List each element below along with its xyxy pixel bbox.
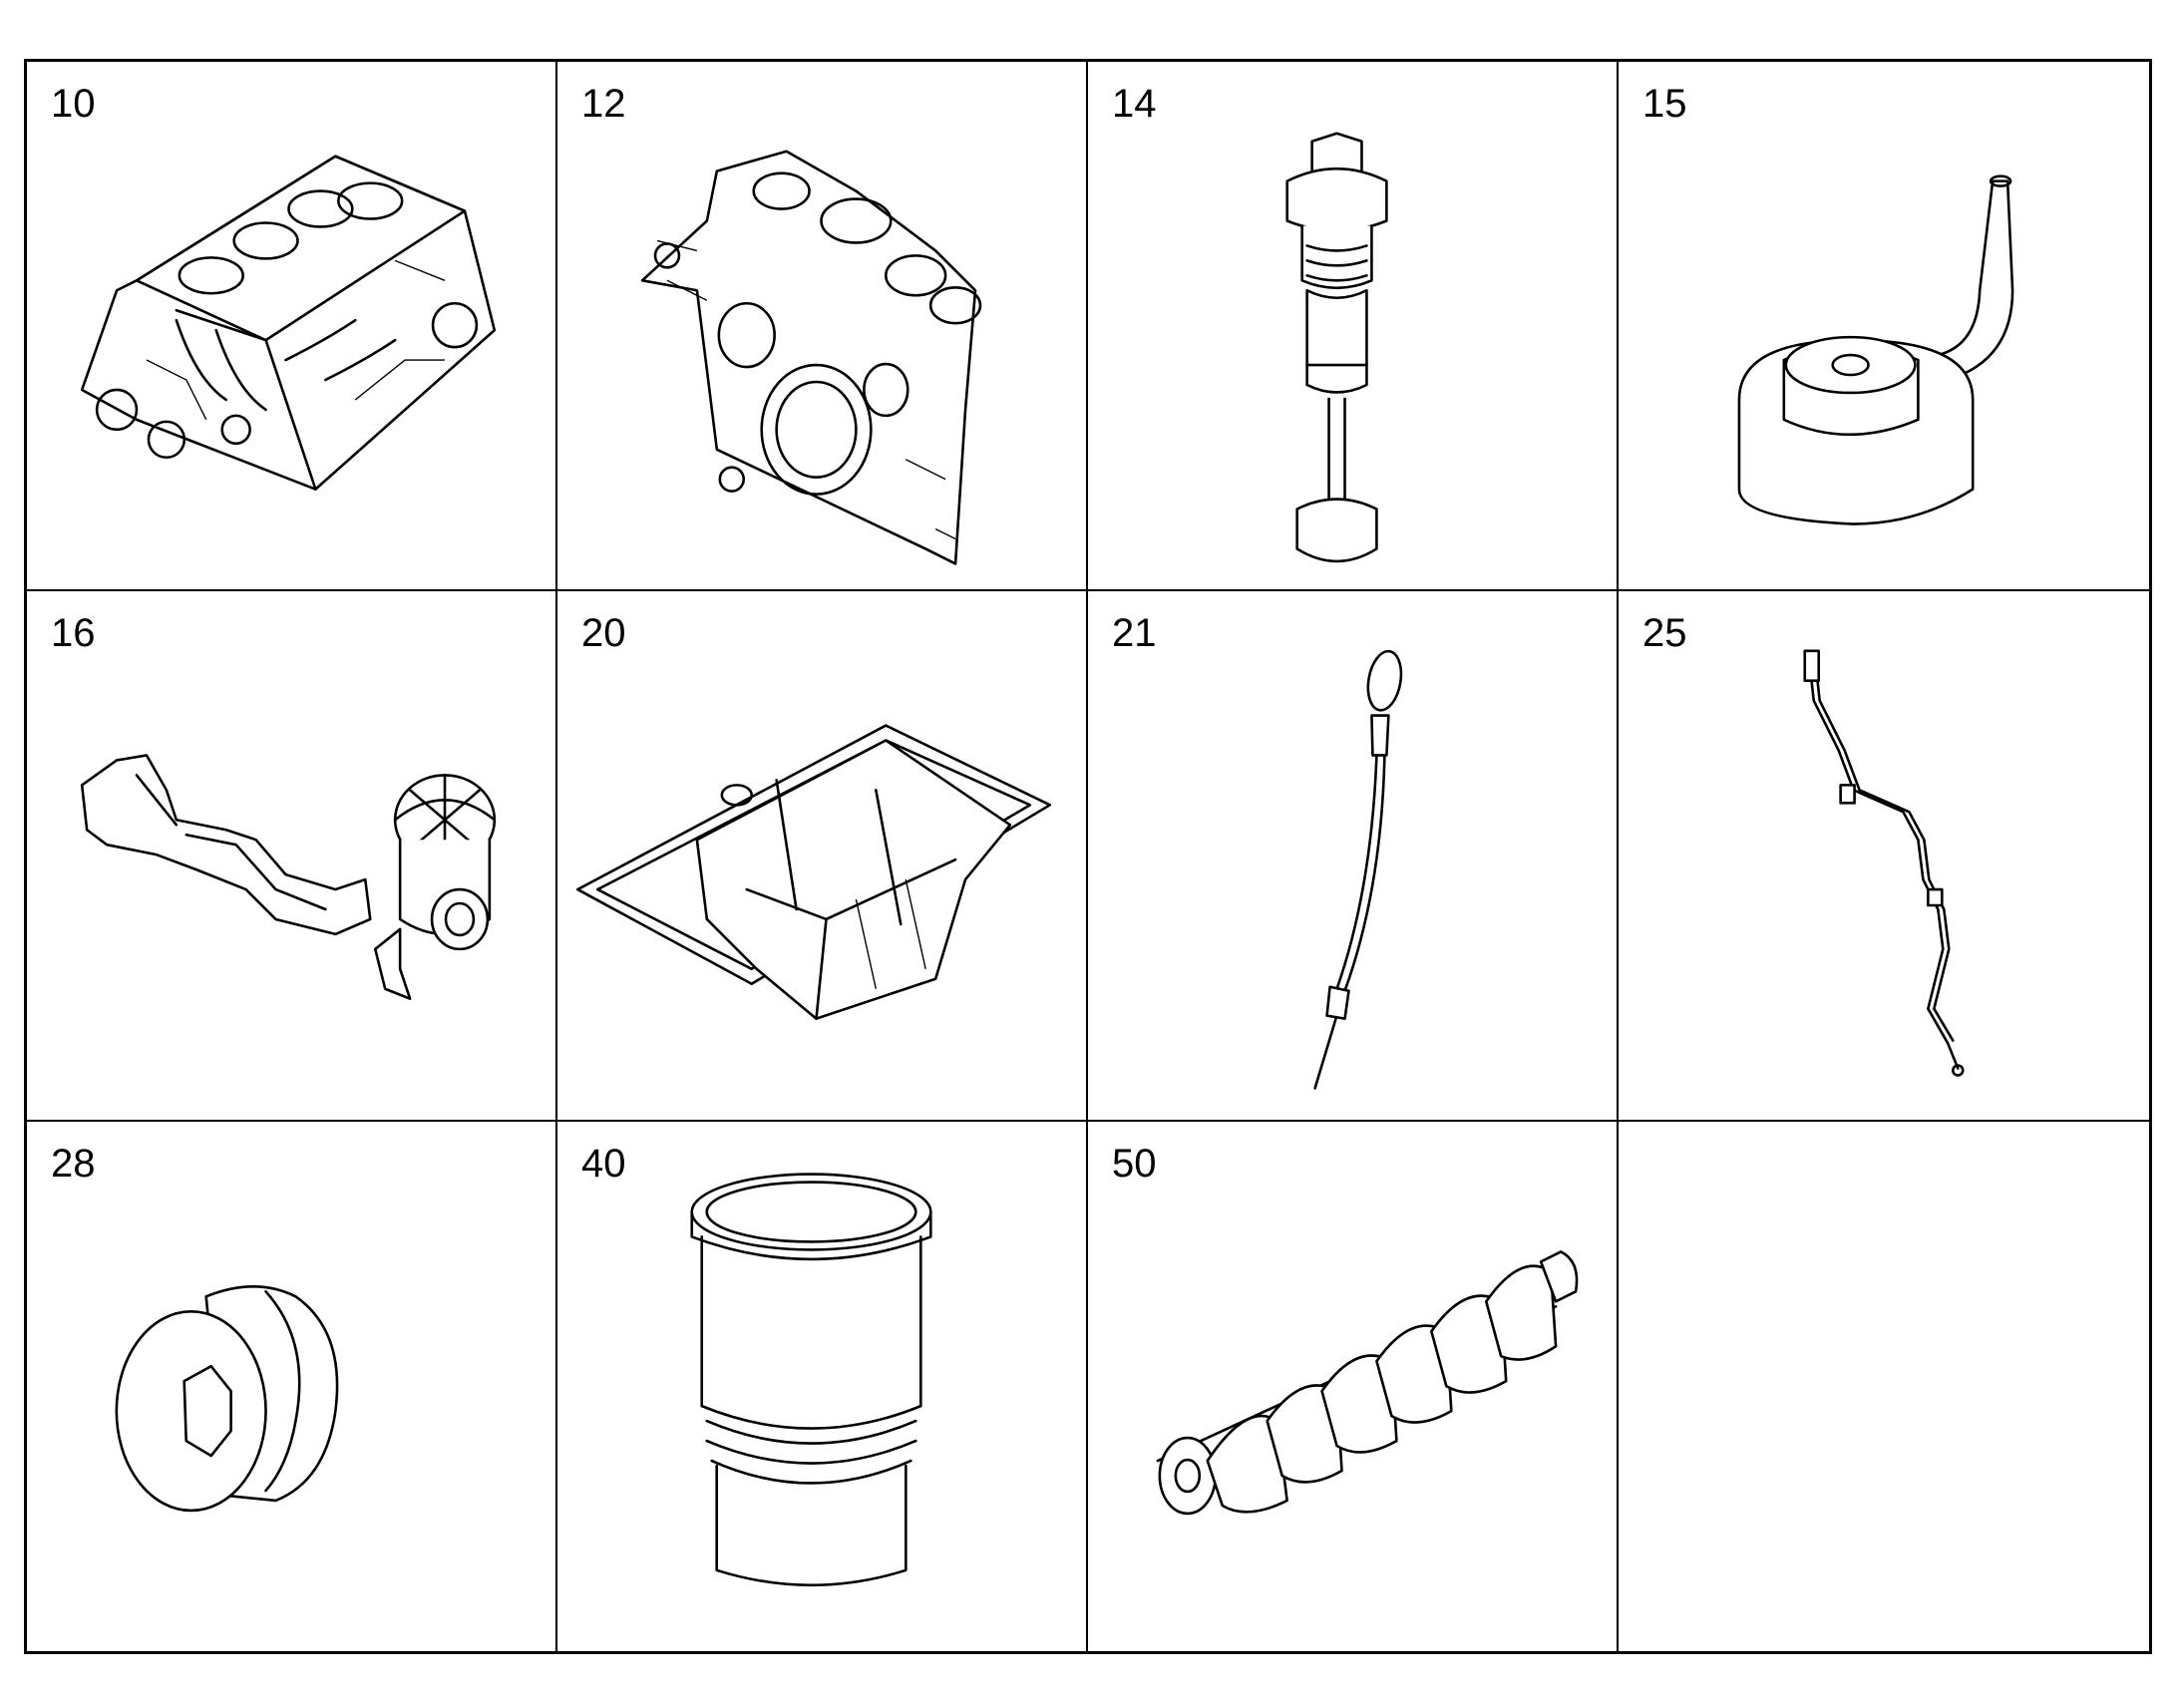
part-cell-16: 16 [27, 591, 557, 1122]
part-number: 25 [1642, 611, 1687, 656]
cylinder-liner-icon [690, 1172, 932, 1586]
dipstick-guide-tube-icon [1803, 649, 1965, 1078]
dipstick-icon [1313, 650, 1403, 1091]
part-number: 14 [1112, 82, 1157, 126]
part-cell-50: 50 [1088, 1121, 1619, 1651]
part-cell-14: 14 [1088, 62, 1619, 592]
part-number: 21 [1112, 611, 1157, 656]
part-cell-20: 20 [557, 591, 1088, 1122]
part-cell-21: 21 [1088, 591, 1619, 1122]
parts-grid: 10 12 [24, 59, 2152, 1654]
part-cell-25: 25 [1619, 591, 2149, 1122]
part-cell-empty [1619, 1122, 2149, 1651]
piston-cooling-nozzle-icon [1737, 174, 2014, 525]
part-number: 20 [581, 611, 626, 656]
part-number: 50 [1112, 1141, 1157, 1186]
part-number: 12 [581, 82, 626, 126]
part-number: 10 [51, 82, 96, 126]
timing-case-icon [640, 150, 982, 565]
part-number: 28 [51, 1141, 96, 1186]
part-cell-10: 10 [27, 62, 557, 592]
part-cell-40: 40 [557, 1121, 1088, 1651]
part-cell-28: 28 [27, 1121, 557, 1651]
part-number: 40 [581, 1141, 626, 1186]
cylinder-block-icon [80, 155, 497, 491]
crankshaft-icon [1156, 1249, 1579, 1515]
part-number: 16 [51, 611, 96, 656]
part-cell-15: 15 [1619, 62, 2149, 592]
oil-pan-icon [575, 724, 1052, 1021]
part-number: 15 [1642, 82, 1687, 126]
part-cell-12: 12 [557, 62, 1088, 592]
oil-pressure-valve-icon [1285, 132, 1388, 563]
screw-plug-icon [115, 1284, 339, 1512]
oil-filler-breather-icon [80, 754, 497, 1001]
